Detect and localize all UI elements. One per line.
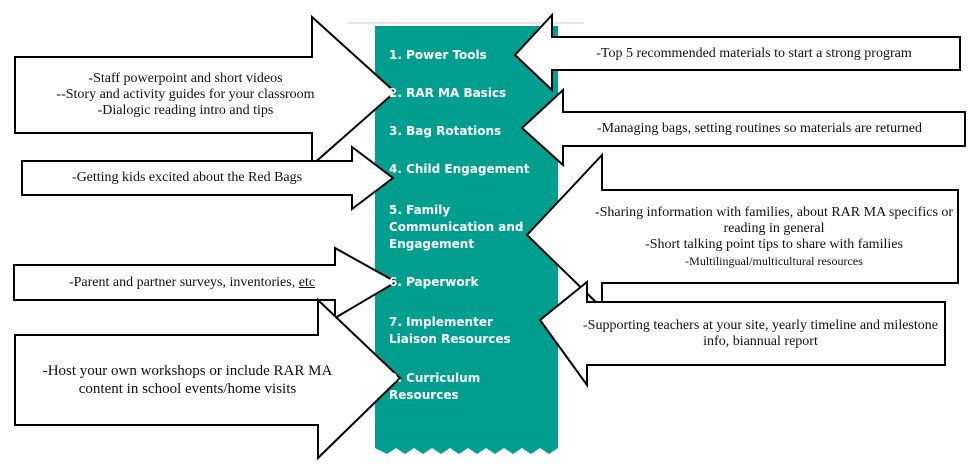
- arrow-child-engagement: [21, 144, 395, 212]
- callout-curriculum: -Host your own workshops or include RAR …: [20, 336, 355, 424]
- callout-liaison-text: -Supporting teachers at your site, yearl…: [583, 318, 938, 349]
- callout-curriculum-text: -Host your own workshops or include RAR …: [42, 363, 333, 397]
- menu-item-paperwork[interactable]: 6. Paperwork: [389, 275, 479, 289]
- arrow-rar-basics: [14, 14, 397, 168]
- callout-power-tools-text: -Top 5 recommended materials to start a …: [596, 45, 912, 61]
- callout-rar-basics-line-2: --Story and activity guides for your cla…: [56, 87, 315, 102]
- callout-bag-rotations: -Managing bags, setting routines so mate…: [554, 112, 965, 146]
- arrow-power-tools: [513, 12, 961, 93]
- arrow-paperwork: [13, 246, 399, 320]
- callout-rar-basics: -Staff powerpoint and short videos --Sto…: [18, 59, 353, 131]
- menu-item-curriculum-resources[interactable]: 8. Curriculum Resources: [389, 371, 481, 402]
- callout-family-line-1: -Sharing information with families, abou…: [594, 205, 954, 236]
- callout-family: -Sharing information with families, abou…: [590, 192, 958, 282]
- callout-bag-rotations-text: -Managing bags, setting routines so mate…: [596, 121, 922, 136]
- arrow-liaison: [538, 279, 946, 389]
- menu-item-family-communication[interactable]: 5. Family Communication and Engagement: [389, 203, 524, 251]
- callout-paperwork-etc: etc: [298, 274, 316, 290]
- callout-power-tools: -Top 5 recommended materials to start a …: [548, 37, 960, 70]
- callout-rar-basics-line-1: -Staff powerpoint and short videos: [88, 71, 283, 86]
- callout-paperwork-text: -Parent and partner surveys, inventories…: [68, 274, 296, 290]
- menu-item-power-tools[interactable]: 1. Power Tools: [389, 48, 487, 62]
- menu-item-rar-ma-basics[interactable]: 2. RAR MA Basics: [389, 86, 507, 100]
- arrow-curriculum: [14, 297, 402, 461]
- menu-item-bag-rotations[interactable]: 3. Bag Rotations: [389, 124, 502, 138]
- callout-child-engagement-text: -Getting kids excited about the Red Bags: [71, 170, 303, 185]
- callout-paperwork: -Parent and partner surveys, inventories…: [14, 265, 370, 300]
- arrow-bag-rotations: [520, 87, 966, 168]
- menu-panel: [375, 26, 558, 454]
- menu-item-child-engagement[interactable]: 4. Child Engagement: [389, 162, 530, 176]
- callout-rar-basics-line-3: -Dialogic reading intro and tips: [97, 103, 274, 118]
- callout-family-line-2: -Short talking point tips to share with …: [645, 237, 903, 252]
- callout-child-engagement: -Getting kids excited about the Red Bags: [22, 161, 352, 195]
- callout-family-small: -Multilingual/multicultural resources: [685, 254, 863, 268]
- menu-item-implementer-liaison[interactable]: 7. Implementer Liaison Resources: [389, 315, 511, 346]
- panel-top-border: [348, 22, 584, 24]
- callout-liaison: -Supporting teachers at your site, yearl…: [576, 304, 945, 364]
